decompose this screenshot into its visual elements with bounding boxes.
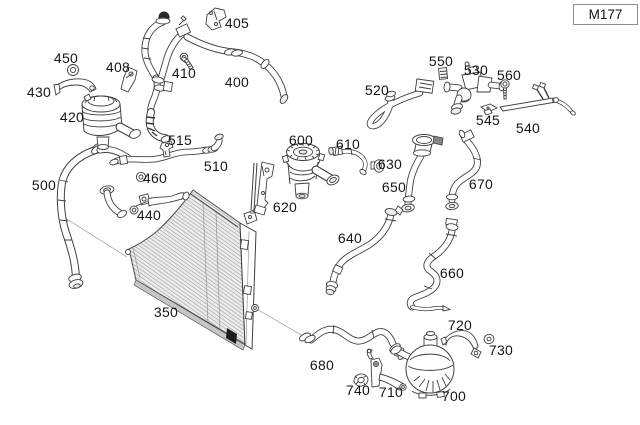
part-610-hose	[328, 145, 368, 176]
part-670-hose	[445, 129, 482, 211]
callout-515: 515	[167, 132, 193, 148]
callout-560: 560	[496, 67, 522, 83]
callout-400: 400	[224, 74, 250, 90]
part-440-bracket	[129, 191, 190, 215]
callout-500: 500	[31, 177, 57, 193]
part-650-hose	[394, 134, 444, 216]
part-405-bracket	[205, 7, 227, 31]
part-520-hose	[366, 78, 435, 130]
callout-650: 650	[381, 179, 407, 195]
callout-730: 730	[488, 342, 514, 358]
callout-670: 670	[468, 176, 494, 192]
callout-710: 710	[378, 384, 404, 400]
callout-350: 350	[153, 304, 179, 320]
part-730-washer	[483, 333, 495, 345]
part-400-hose	[141, 11, 289, 143]
part-420-pump	[81, 93, 141, 151]
callout-630: 630	[377, 156, 403, 172]
callout-700: 700	[441, 388, 467, 404]
callout-660: 660	[439, 265, 465, 281]
part-720-strap	[440, 330, 482, 359]
part-410-bolt	[179, 52, 194, 71]
callout-450: 450	[53, 50, 79, 66]
part-560-screw	[500, 79, 510, 100]
part-710-bracket	[366, 348, 407, 391]
callout-405: 405	[224, 15, 250, 31]
callout-530: 530	[463, 62, 489, 78]
callout-420: 420	[59, 109, 85, 125]
callout-545: 545	[475, 112, 501, 128]
part-600-pump	[281, 143, 340, 200]
part-450-washer	[67, 64, 79, 76]
part-530-valve	[443, 61, 506, 115]
part-540-bracket	[499, 81, 576, 116]
callout-610: 610	[335, 136, 361, 152]
part-630-clamp	[370, 159, 385, 173]
part-620-bracket	[249, 161, 275, 216]
part-510-hose	[109, 133, 224, 166]
part-740-grommet	[353, 373, 369, 387]
part-515-clip	[159, 140, 174, 158]
callout-408: 408	[105, 59, 131, 75]
part-680-hose	[299, 324, 407, 360]
callout-440: 440	[136, 207, 162, 223]
part-408-bracket	[120, 66, 138, 93]
callout-720: 720	[447, 317, 473, 333]
part-350-radiator	[125, 189, 259, 351]
part-660-hose	[406, 217, 459, 312]
callout-620: 620	[272, 199, 298, 215]
leader-lines	[61, 215, 304, 337]
callout-740: 740	[345, 382, 371, 398]
callout-410: 410	[171, 65, 197, 81]
callout-510: 510	[203, 158, 229, 174]
part-430-strap	[53, 78, 97, 96]
part-460-washer	[135, 171, 147, 183]
part-700-pump	[390, 331, 455, 399]
model-code-badge: M177	[573, 4, 638, 25]
part-640-hose	[325, 207, 398, 296]
part-545-clip	[480, 103, 498, 116]
callout-600: 600	[288, 132, 314, 148]
callout-550: 550	[428, 53, 454, 69]
callout-460: 460	[142, 170, 168, 186]
callout-520: 520	[364, 82, 390, 98]
callout-680: 680	[309, 357, 335, 373]
callout-430: 430	[26, 84, 52, 100]
callout-640: 640	[337, 230, 363, 246]
part-550-plug	[438, 67, 448, 80]
callout-540: 540	[515, 120, 541, 136]
